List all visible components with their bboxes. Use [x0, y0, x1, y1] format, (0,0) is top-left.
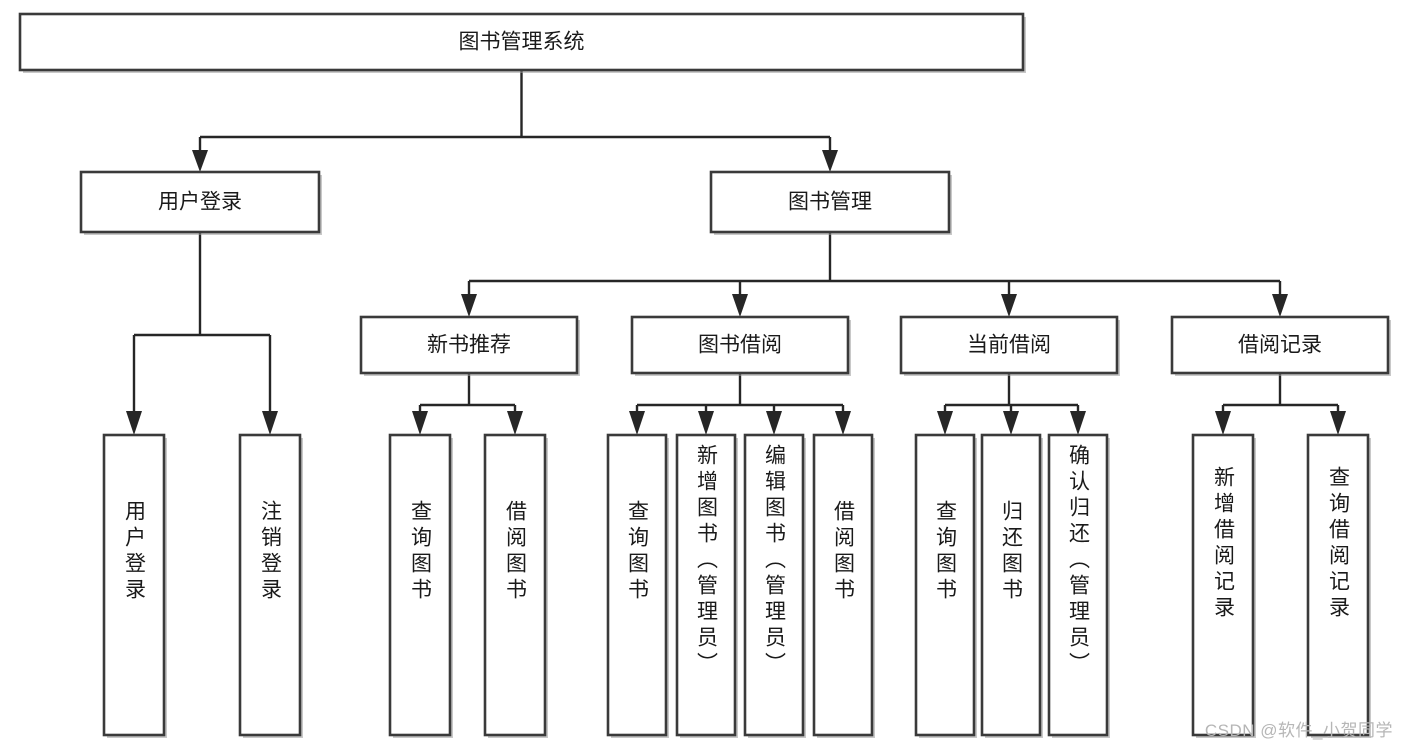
node-new-book-recommend-label: 新书推荐 — [427, 334, 511, 357]
node-current-borrow[interactable]: 当前借阅 — [899, 315, 1120, 376]
node-leaf-query-book-current[interactable] — [914, 433, 977, 738]
node-borrow-record-label: 借阅记录 — [1238, 334, 1322, 357]
node-leaf-query-book-recommend[interactable] — [388, 433, 453, 738]
node-leaf-query-book-borrow[interactable] — [606, 433, 669, 738]
node-leaf-logout-login[interactable] — [238, 433, 303, 738]
arrow-head-book-management — [822, 150, 838, 172]
arrow-head-leaf-query-borrow-record — [1330, 411, 1346, 435]
node-book-management[interactable]: 图书管理 — [709, 170, 952, 235]
arrow-head-leaf-return-book — [1003, 411, 1019, 435]
arrow-head-new-book-recommend — [461, 294, 477, 317]
node-leaf-add-book-admin[interactable] — [675, 433, 738, 738]
connector-layer — [126, 70, 1346, 435]
arrow-head-user-login — [192, 150, 208, 172]
node-leaf-query-borrow-record[interactable] — [1306, 433, 1371, 738]
arrow-head-leaf-add-borrow-record — [1215, 411, 1231, 435]
arrow-head-leaf-confirm-return-admin — [1070, 411, 1086, 435]
node-user-login[interactable]: 用户登录 — [79, 170, 322, 235]
arrow-head-leaf-borrow-book-recommend — [507, 411, 523, 435]
node-root-label: 图书管理系统 — [459, 31, 585, 54]
node-new-book-recommend[interactable]: 新书推荐 — [359, 315, 580, 376]
node-leaf-user-login[interactable] — [102, 433, 167, 738]
node-book-management-label: 图书管理 — [788, 191, 872, 214]
node-user-login-label: 用户登录 — [158, 191, 242, 214]
arrow-head-leaf-add-book-admin — [698, 411, 714, 435]
node-leaf-add-borrow-record[interactable] — [1191, 433, 1256, 738]
arrow-head-leaf-query-book-recommend — [412, 411, 428, 435]
arrow-head-leaf-edit-book-admin — [766, 411, 782, 435]
node-leaf-borrow-book-recommend[interactable] — [483, 433, 548, 738]
arrow-head-leaf-logout-login — [262, 411, 278, 435]
node-book-borrow[interactable]: 图书借阅 — [630, 315, 851, 376]
node-layer: 图书管理系统 用户登录 图书管理 新书推荐 — [18, 12, 1391, 738]
node-book-borrow-label: 图书借阅 — [698, 334, 782, 357]
csdn-watermark: CSDN @软件_小贺同学 — [1204, 721, 1393, 740]
arrow-head-leaf-borrow-book — [835, 411, 851, 435]
node-borrow-record[interactable]: 借阅记录 — [1170, 315, 1391, 376]
node-root[interactable]: 图书管理系统 — [18, 12, 1026, 73]
arrow-head-leaf-user-login — [126, 411, 142, 435]
arrow-head-current-borrow — [1001, 294, 1017, 317]
node-leaf-borrow-book[interactable] — [812, 433, 875, 738]
node-leaf-return-book[interactable] — [980, 433, 1043, 738]
arrow-head-book-borrow — [732, 294, 748, 317]
arrow-head-leaf-query-book-current — [937, 411, 953, 435]
node-current-borrow-label: 当前借阅 — [967, 334, 1051, 357]
node-leaf-confirm-return-admin[interactable] — [1047, 433, 1110, 738]
arrow-head-borrow-record — [1272, 294, 1288, 317]
arrow-head-leaf-query-book-borrow — [629, 411, 645, 435]
node-leaf-edit-book-admin[interactable] — [743, 433, 806, 738]
